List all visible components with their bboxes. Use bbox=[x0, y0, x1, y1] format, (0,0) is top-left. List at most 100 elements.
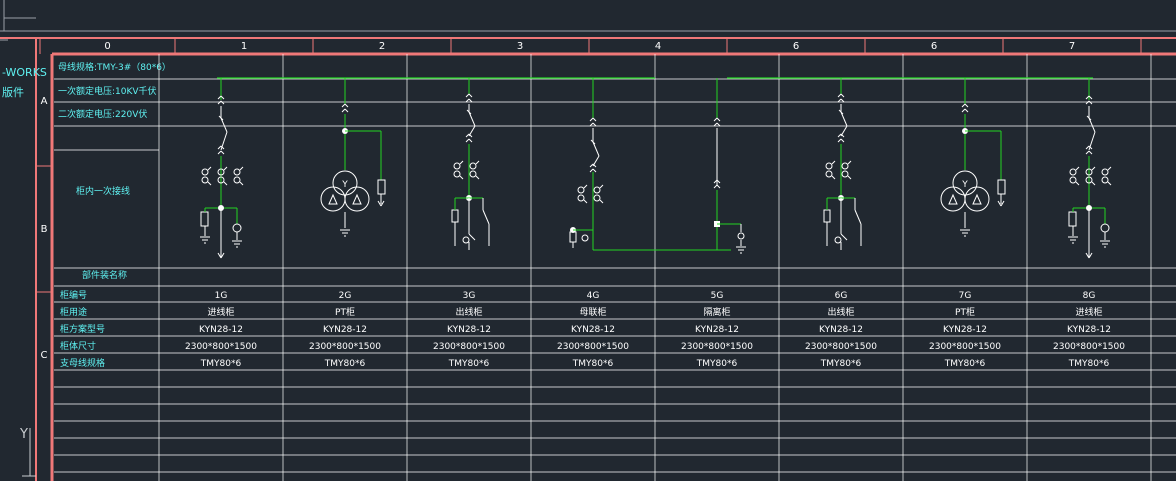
cabinet-size: 2300*800*1500 bbox=[681, 342, 753, 352]
symbol-circle bbox=[841, 162, 849, 170]
cabinet-id: 6G bbox=[835, 291, 848, 301]
wire bbox=[716, 122, 721, 127]
symbol-circle bbox=[1101, 176, 1109, 184]
schematic-7g: Y bbox=[940, 78, 1006, 237]
wire bbox=[713, 122, 718, 127]
column-number: 7 bbox=[1069, 41, 1075, 52]
wire bbox=[1088, 150, 1093, 155]
wire bbox=[482, 209, 490, 225]
cabinet-use: PT柜 bbox=[955, 306, 975, 318]
primary-voltage-label: 一次额定电压:10KV千伏 bbox=[58, 85, 157, 97]
column-number: 3 bbox=[517, 41, 523, 52]
symbol-box bbox=[1068, 211, 1077, 227]
wire bbox=[465, 138, 470, 143]
wire bbox=[220, 150, 225, 155]
wire bbox=[713, 179, 718, 184]
symbol-box bbox=[200, 211, 209, 227]
wire bbox=[218, 115, 224, 121]
cabinet-size: 2300*800*1500 bbox=[557, 342, 629, 352]
cabinet-id: 2G bbox=[339, 291, 352, 301]
symbol-circle bbox=[217, 176, 225, 184]
wire bbox=[220, 117, 228, 133]
cabinet-size: 2300*800*1500 bbox=[185, 342, 257, 352]
cabinet-model: KYN28-12 bbox=[571, 325, 615, 335]
wire bbox=[837, 133, 842, 138]
cabinet-use: 母联柜 bbox=[579, 306, 606, 318]
cabinet-busbar: TMY80*6 bbox=[696, 359, 738, 369]
symbol-circle bbox=[233, 168, 241, 176]
symbol-box bbox=[569, 231, 577, 243]
symbol-circle bbox=[964, 186, 990, 212]
wire bbox=[847, 175, 852, 180]
symbol-circle bbox=[232, 223, 242, 233]
symbol-circle bbox=[201, 176, 209, 184]
wire bbox=[1088, 252, 1093, 259]
cabinet-model: KYN28-12 bbox=[199, 325, 243, 335]
wire bbox=[840, 133, 845, 138]
wire bbox=[465, 133, 470, 138]
wire bbox=[831, 175, 836, 180]
wire bbox=[583, 184, 588, 189]
wire bbox=[716, 184, 721, 189]
wire bbox=[1107, 181, 1112, 186]
cabinet-model: KYN28-12 bbox=[819, 325, 863, 335]
cabinet-id: 8G bbox=[1083, 291, 1096, 301]
wire bbox=[592, 141, 600, 157]
wire bbox=[1000, 200, 1005, 207]
schematic-2g: Y bbox=[320, 78, 386, 237]
symbol-circle bbox=[332, 170, 358, 196]
row-letter: A bbox=[41, 96, 48, 107]
wire bbox=[837, 98, 842, 103]
cabinet-id: 3G bbox=[463, 291, 476, 301]
symbol-circle bbox=[825, 170, 833, 178]
symbol-circle bbox=[577, 194, 585, 202]
row-label: 柜方案型号 bbox=[60, 323, 105, 335]
wire bbox=[217, 145, 222, 150]
symbol-circle bbox=[453, 162, 461, 170]
wire bbox=[599, 199, 604, 204]
wire bbox=[468, 138, 473, 143]
wire bbox=[599, 184, 604, 189]
ucs-y-label: Y bbox=[19, 427, 28, 442]
symbol-circle bbox=[217, 168, 225, 176]
symbol-circle bbox=[201, 168, 209, 176]
symbol-circle bbox=[581, 234, 589, 242]
busbar-spec-label: 母线规格:TMY-3#（80*6） bbox=[58, 61, 171, 73]
drawing-grid bbox=[54, 54, 1176, 481]
wire bbox=[1085, 95, 1090, 100]
wire bbox=[207, 181, 212, 186]
cabinet-model: KYN28-12 bbox=[1067, 325, 1111, 335]
wire bbox=[589, 168, 594, 173]
transformer-y-mark: Y bbox=[961, 180, 968, 190]
symbol-box bbox=[451, 209, 459, 223]
row-label: 柜编号 bbox=[60, 289, 87, 301]
symbol-circle bbox=[593, 186, 601, 194]
cabinet-size: 2300*800*1500 bbox=[433, 342, 505, 352]
transformer-y-mark: Y bbox=[341, 180, 348, 190]
row-label: 柜体尺寸 bbox=[60, 340, 96, 352]
symbol-circle bbox=[940, 186, 966, 212]
wire bbox=[589, 117, 594, 122]
symbol-circle bbox=[469, 162, 477, 170]
wire bbox=[837, 138, 842, 143]
wire bbox=[854, 209, 862, 225]
delta-mark bbox=[328, 193, 338, 205]
primary-wiring-label: 柜内一次接线 bbox=[76, 185, 130, 197]
wire bbox=[466, 109, 472, 115]
wire bbox=[341, 108, 346, 113]
cabinet-id: 5G bbox=[711, 291, 724, 301]
wire bbox=[838, 109, 844, 115]
delta-mark bbox=[352, 193, 362, 205]
wire bbox=[1075, 181, 1080, 186]
wire bbox=[220, 100, 225, 105]
cabinet-busbar: TMY80*6 bbox=[944, 359, 986, 369]
cabinet-use: 隔离柜 bbox=[703, 306, 730, 318]
column-number: 1 bbox=[241, 41, 247, 52]
cabinet-id: 7G bbox=[959, 291, 972, 301]
wire bbox=[1085, 100, 1090, 105]
wire bbox=[220, 145, 225, 150]
row-label: 柜用途 bbox=[60, 306, 87, 318]
row-letter: C bbox=[41, 350, 48, 361]
